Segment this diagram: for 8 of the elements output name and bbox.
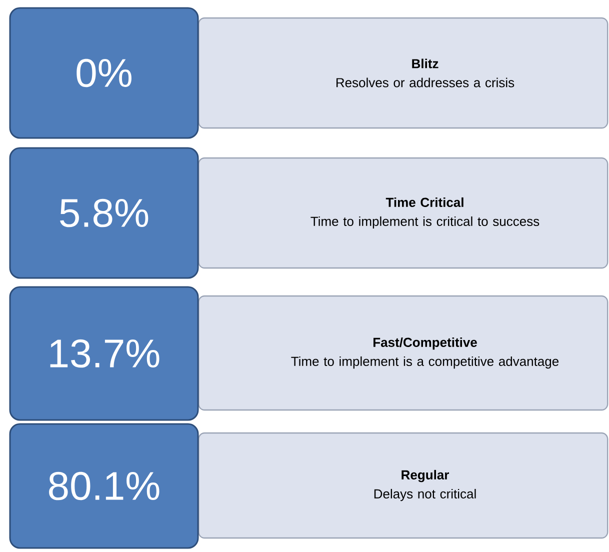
text-panel: Regular Delays not critical <box>198 432 608 539</box>
text-panel: Fast/Competitive Time to implement is a competitive advantage <box>198 295 608 411</box>
text-panel: Blitz Resolves or addresses a crisis <box>198 17 608 129</box>
percent-box: 80.1% <box>9 423 199 549</box>
text-panel: Time Critical Time to implement is critical to success <box>198 157 608 269</box>
percent-box: 0% <box>9 7 199 139</box>
percent-box: 13.7% <box>9 286 199 421</box>
percent-box: 5.8% <box>9 147 199 279</box>
